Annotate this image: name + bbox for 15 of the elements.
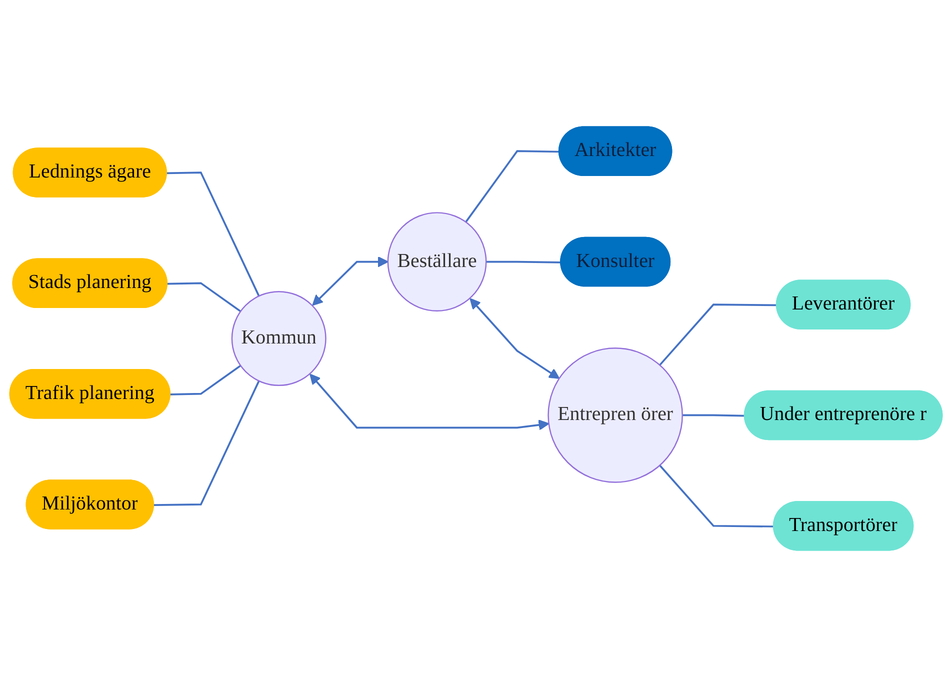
node-circle: Kommun [231,290,326,386]
connector [659,304,778,366]
connector [170,364,242,396]
connector [166,172,260,296]
arrow [470,298,560,379]
node-circle: Beställare [387,212,487,312]
arrow [312,256,388,306]
connector [154,380,260,506]
connector [682,414,746,417]
connector [659,464,774,528]
connector [167,282,242,312]
node-circle: Entrepren örer [548,348,683,483]
connector [486,260,562,264]
arrow [310,374,550,430]
connector [465,150,560,223]
